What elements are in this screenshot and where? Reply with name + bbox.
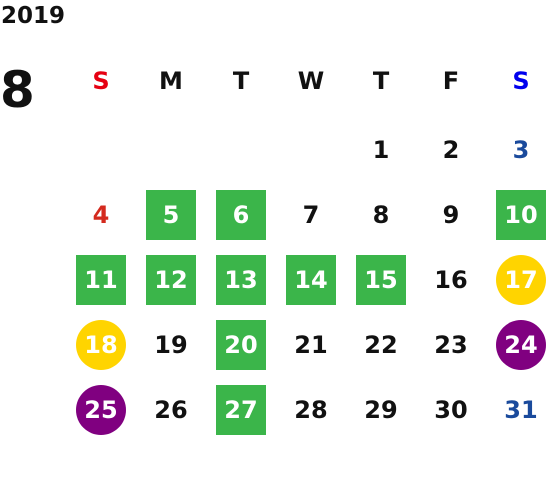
calendar-day-23[interactable]: 23	[434, 331, 468, 359]
calendar-day-13[interactable]: 13	[216, 255, 266, 305]
calendar-day-28[interactable]: 28	[294, 396, 328, 424]
weekday-header-wed: W	[297, 67, 325, 95]
calendar-day-21[interactable]: 21	[294, 331, 328, 359]
calendar-day-18[interactable]: 18	[76, 320, 126, 370]
weekday-header-thu: T	[372, 67, 390, 95]
calendar-day-25[interactable]: 25	[76, 385, 126, 435]
calendar-day-27[interactable]: 27	[216, 385, 266, 435]
weekday-header-tue: T	[232, 67, 250, 95]
calendar-day-9[interactable]: 9	[442, 201, 460, 229]
calendar-day-7[interactable]: 7	[302, 201, 320, 229]
calendar-day-16[interactable]: 16	[434, 266, 468, 294]
calendar-year: 2019	[1, 3, 66, 29]
calendar-month: 8	[0, 61, 35, 119]
calendar-day-12[interactable]: 12	[146, 255, 196, 305]
calendar-day-22[interactable]: 22	[364, 331, 398, 359]
calendar-day-26[interactable]: 26	[154, 396, 188, 424]
calendar-day-1[interactable]: 1	[372, 136, 390, 164]
calendar-day-8[interactable]: 8	[372, 201, 390, 229]
calendar-day-17[interactable]: 17	[496, 255, 546, 305]
weekday-header-fri: F	[442, 67, 460, 95]
calendar-day-29[interactable]: 29	[364, 396, 398, 424]
calendar-day-11[interactable]: 11	[76, 255, 126, 305]
calendar-day-24[interactable]: 24	[496, 320, 546, 370]
calendar-day-5[interactable]: 5	[146, 190, 196, 240]
calendar-day-20[interactable]: 20	[216, 320, 266, 370]
calendar-day-30[interactable]: 30	[434, 396, 468, 424]
calendar-day-19[interactable]: 19	[154, 331, 188, 359]
calendar-day-6[interactable]: 6	[216, 190, 266, 240]
calendar-day-15[interactable]: 15	[356, 255, 406, 305]
calendar-day-3[interactable]: 3	[512, 136, 530, 164]
weekday-header-sun: S	[92, 67, 110, 95]
calendar-day-10[interactable]: 10	[496, 190, 546, 240]
weekday-header-sat: S	[512, 67, 530, 95]
weekday-header-mon: M	[159, 67, 183, 95]
calendar-day-4[interactable]: 4	[92, 201, 110, 229]
calendar-day-2[interactable]: 2	[442, 136, 460, 164]
calendar-day-14[interactable]: 14	[286, 255, 336, 305]
calendar-day-31[interactable]: 31	[504, 396, 538, 424]
